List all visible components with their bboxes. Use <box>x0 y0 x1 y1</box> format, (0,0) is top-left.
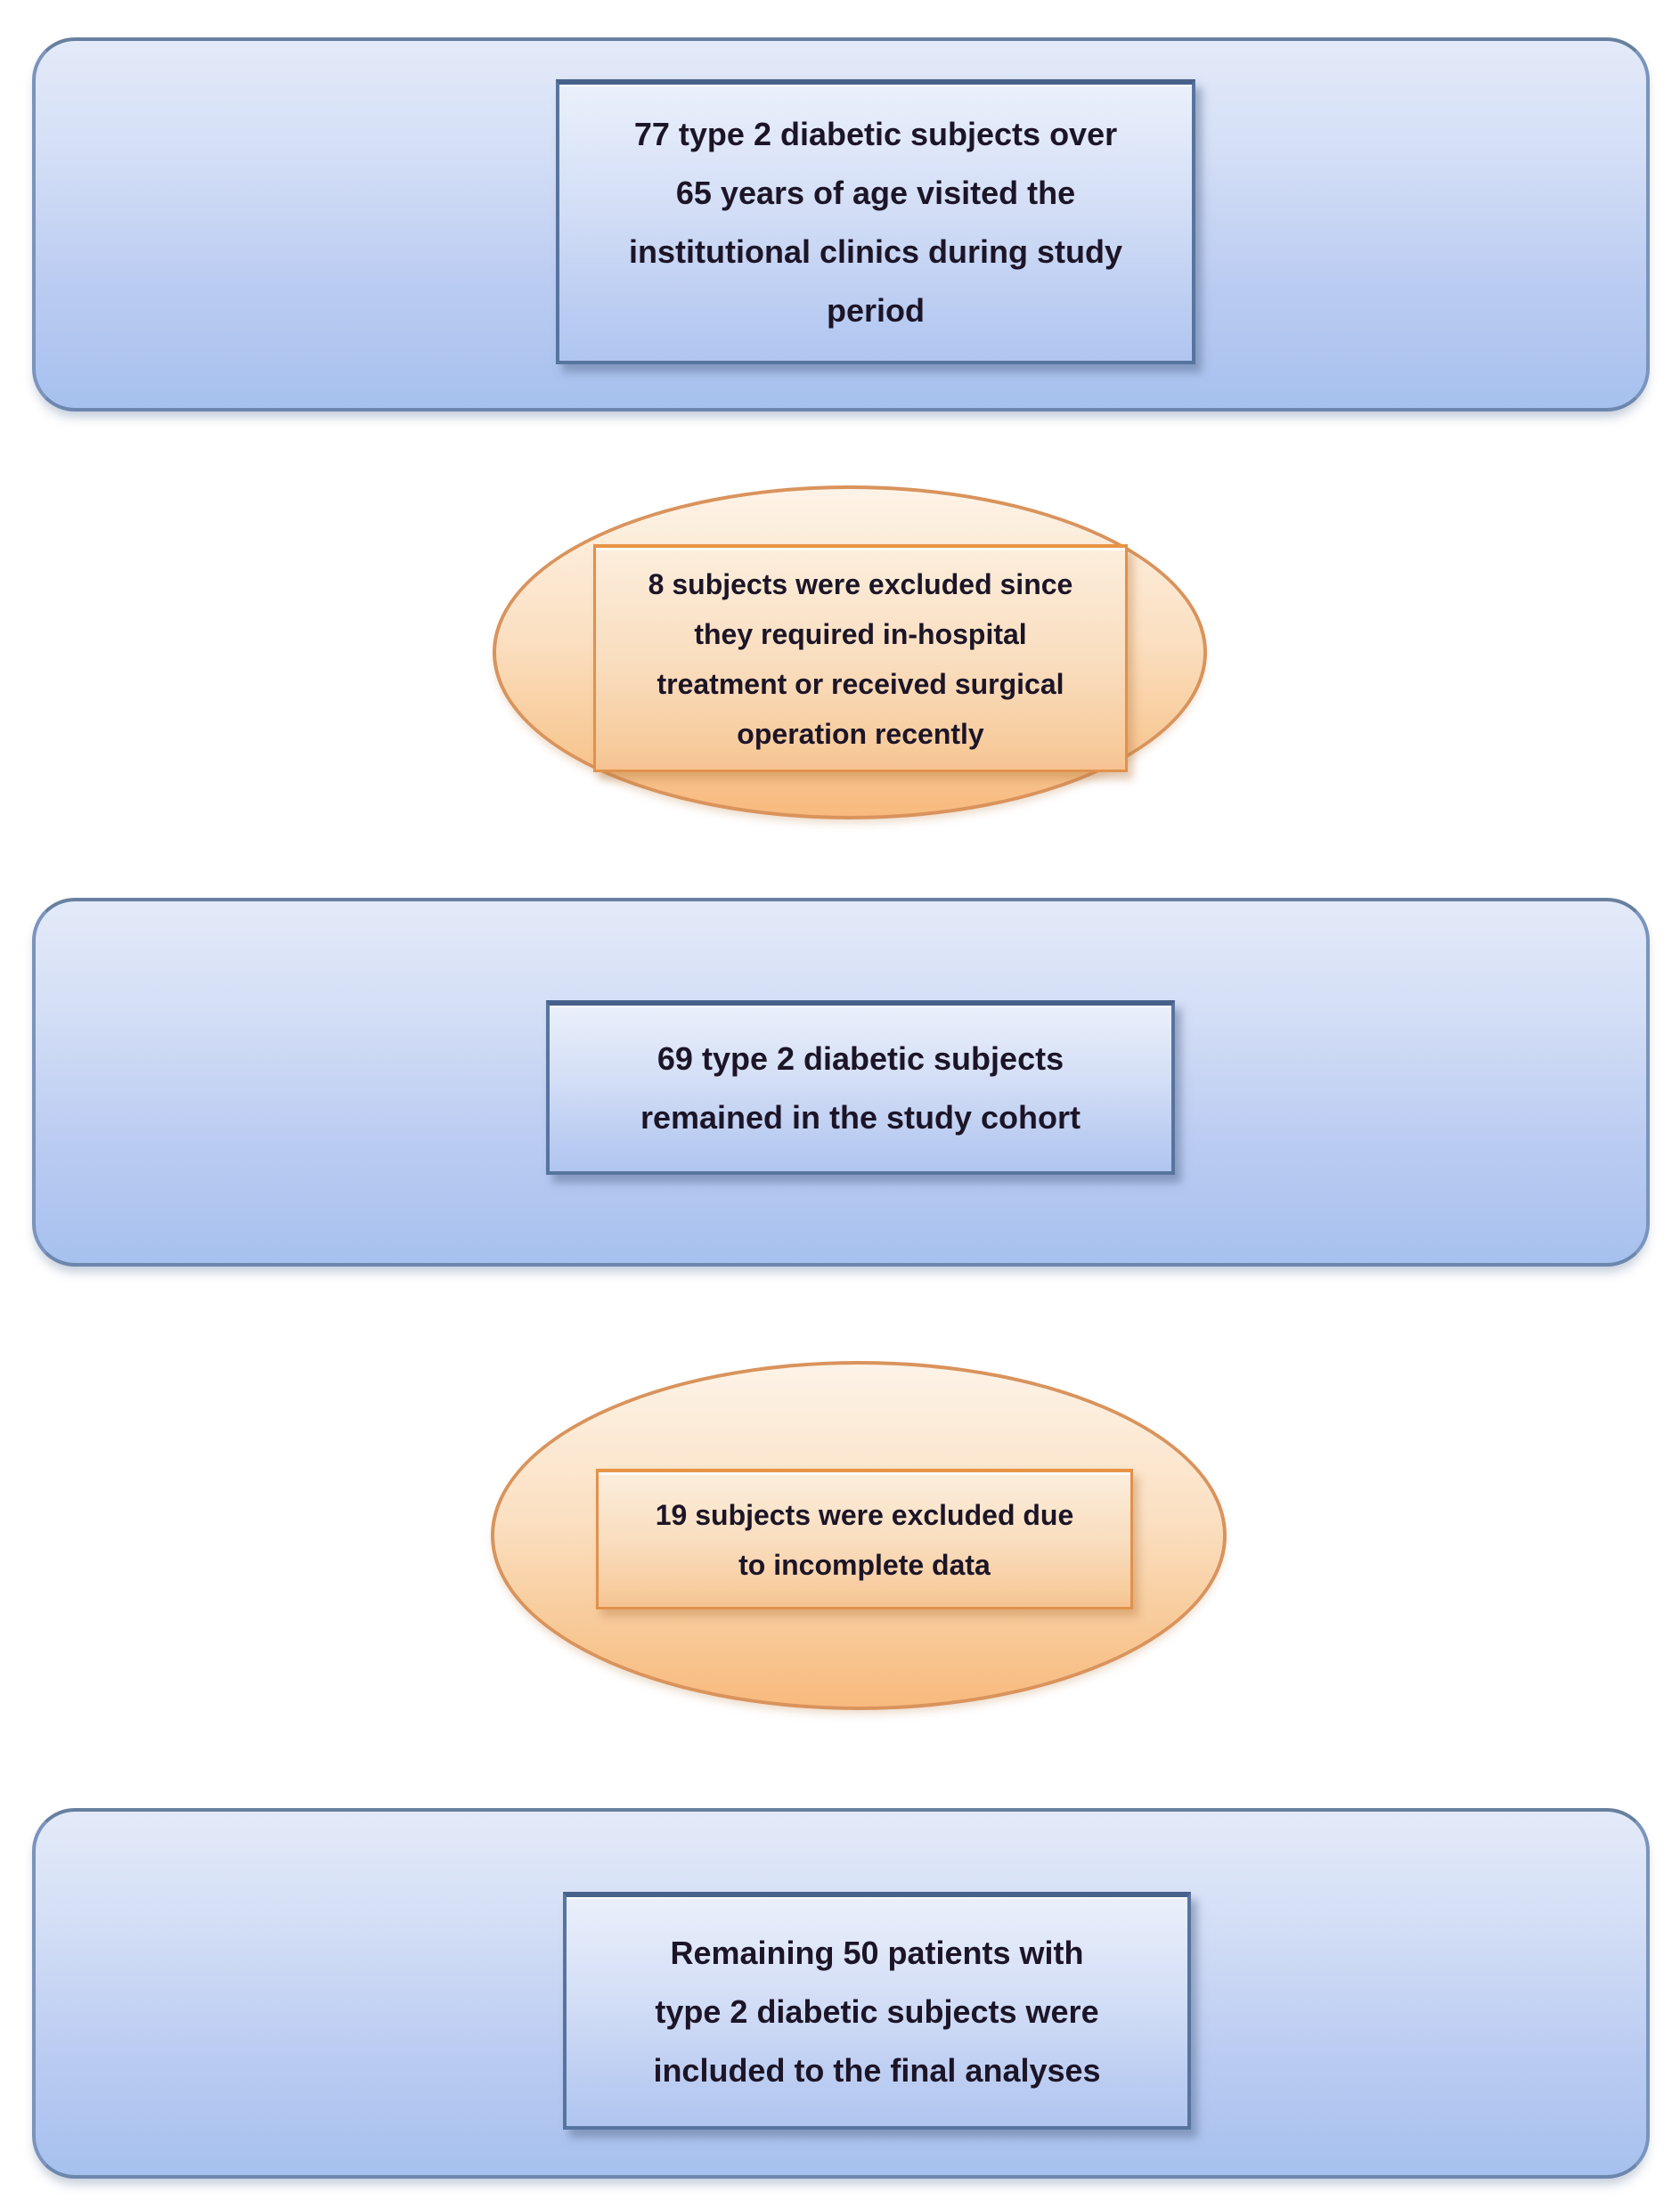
flow-node-exclusion-2-text-box: 19 subjects were excluded due to incompl… <box>596 1469 1133 1609</box>
flow-node-exclusion-2: 19 subjects were excluded due to incompl… <box>491 1361 1227 1710</box>
flow-node-final: Remaining 50 patients with type 2 diabet… <box>32 1808 1650 2179</box>
flow-node-enrolled-text-box: 77 type 2 diabetic subjects over 65 year… <box>556 79 1195 364</box>
flow-node-cohort-text-box: 69 type 2 diabetic subjects remained in … <box>546 1000 1175 1175</box>
flow-node-enrolled: 77 type 2 diabetic subjects over 65 year… <box>32 37 1650 411</box>
flow-node-cohort: 69 type 2 diabetic subjects remained in … <box>32 898 1650 1267</box>
flow-node-exclusion-2-text: 19 subjects were excluded due to incompl… <box>655 1498 1074 1581</box>
flow-node-final-text-box: Remaining 50 patients with type 2 diabet… <box>563 1892 1191 2130</box>
flow-node-exclusion-1: 8 subjects were excluded since they requ… <box>493 485 1207 819</box>
flow-node-cohort-text: 69 type 2 diabetic subjects remained in … <box>640 1040 1081 1136</box>
flow-node-exclusion-1-text: 8 subjects were excluded since they requ… <box>648 567 1073 750</box>
flow-node-final-text: Remaining 50 patients with type 2 diabet… <box>653 1934 1101 2089</box>
flow-node-enrolled-text: 77 type 2 diabetic subjects over 65 year… <box>628 116 1123 329</box>
flow-node-exclusion-1-text-box: 8 subjects were excluded since they requ… <box>593 544 1128 772</box>
